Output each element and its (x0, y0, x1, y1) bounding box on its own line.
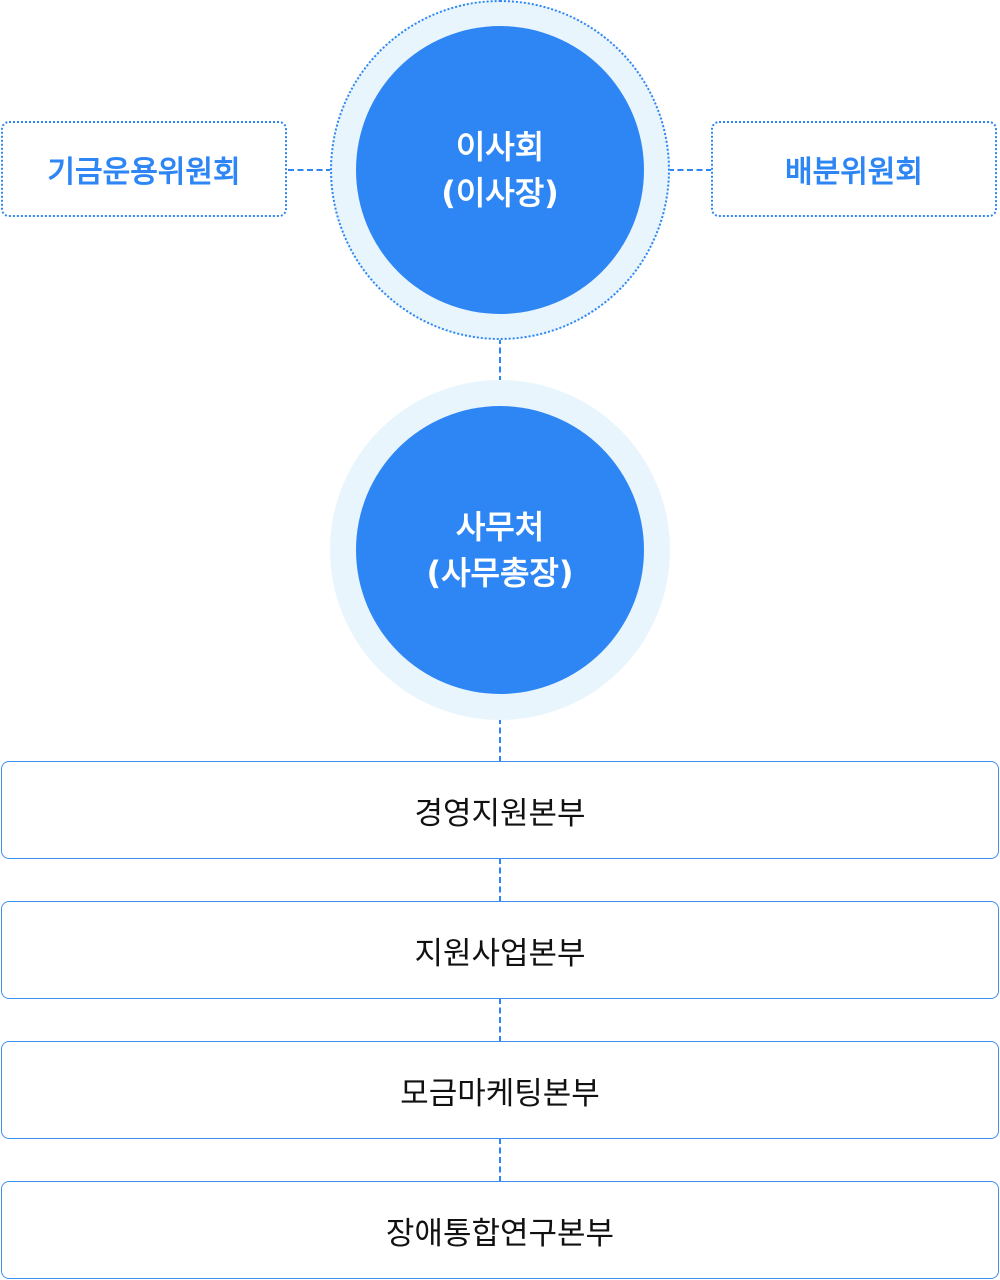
secretariat-node: 사무처 (사무총장) (356, 406, 644, 694)
division-label: 지원사업본부 (414, 935, 586, 972)
secretariat-head: (사무총장) (426, 554, 574, 592)
board-name: 이사회 (455, 128, 545, 166)
connector-division-2-3 (499, 998, 501, 1042)
connector-right-committee (668, 169, 712, 171)
connector-division-3-4 (499, 1138, 501, 1182)
committee-allocation: 배분위원회 (711, 121, 997, 217)
connector-secretariat-division-1 (499, 718, 501, 762)
board-node: 이사회 (이사장) (356, 26, 644, 314)
committee-allocation-label: 배분위원회 (785, 155, 923, 190)
division-label: 모금마케팅본부 (400, 1075, 600, 1112)
division-management-support: 경영지원본부 (1, 761, 999, 859)
committee-fund-management: 기금운용위원회 (1, 121, 287, 217)
division-support-projects: 지원사업본부 (1, 901, 999, 999)
division-disability-integration-research: 장애통합연구본부 (1, 1181, 999, 1279)
division-label: 경영지원본부 (414, 795, 586, 832)
connector-division-1-2 (499, 858, 501, 902)
connector-board-secretariat (499, 338, 501, 382)
division-label: 장애통합연구본부 (385, 1215, 615, 1252)
division-fundraising-marketing: 모금마케팅본부 (1, 1041, 999, 1139)
board-head: (이사장) (441, 174, 559, 212)
committee-fund-management-label: 기금운용위원회 (47, 155, 241, 190)
connector-left-committee (288, 169, 332, 171)
secretariat-name: 사무처 (455, 508, 545, 546)
